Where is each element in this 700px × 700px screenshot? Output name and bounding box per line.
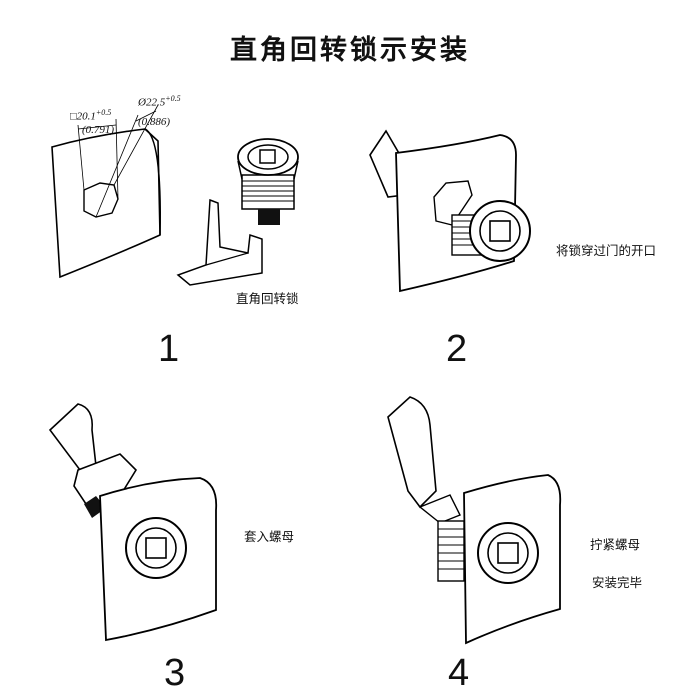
diameter-tolerance: +0.5 xyxy=(165,94,181,103)
width-inch: (0.791) xyxy=(82,124,115,136)
diameter-dimension: Ø22.5+0.5 xyxy=(138,94,181,109)
step-2-label: 将锁穿过门的开口 xyxy=(556,243,657,258)
step-3-label: 套入螺母 xyxy=(244,529,295,544)
page-title: 直角回转锁示安装 xyxy=(230,35,470,66)
step-3-drawing xyxy=(48,403,218,642)
diameter-mm: Ø22.5 xyxy=(138,96,166,109)
step-4-label-2: 安装完毕 xyxy=(592,575,643,590)
width-tolerance: +0.5 xyxy=(95,108,112,117)
diameter-inch: (0.886) xyxy=(138,116,171,128)
step-4-drawing xyxy=(387,396,562,645)
step-2-drawing xyxy=(369,129,531,293)
step-4-label: 拧紧螺母 xyxy=(590,537,641,552)
cam-lock-drawing xyxy=(176,138,299,286)
step-2-number: 2 xyxy=(446,328,468,370)
width-mm: □20.1 xyxy=(70,110,96,123)
step-1-label: 直角回转锁 xyxy=(236,291,299,306)
panel-cutout-drawing xyxy=(51,104,162,279)
step-1-number: 1 xyxy=(158,328,180,370)
step-4-number: 4 xyxy=(448,652,470,694)
width-dimension: □20.1+0.5 xyxy=(70,108,111,123)
step-3-number: 3 xyxy=(164,652,186,694)
